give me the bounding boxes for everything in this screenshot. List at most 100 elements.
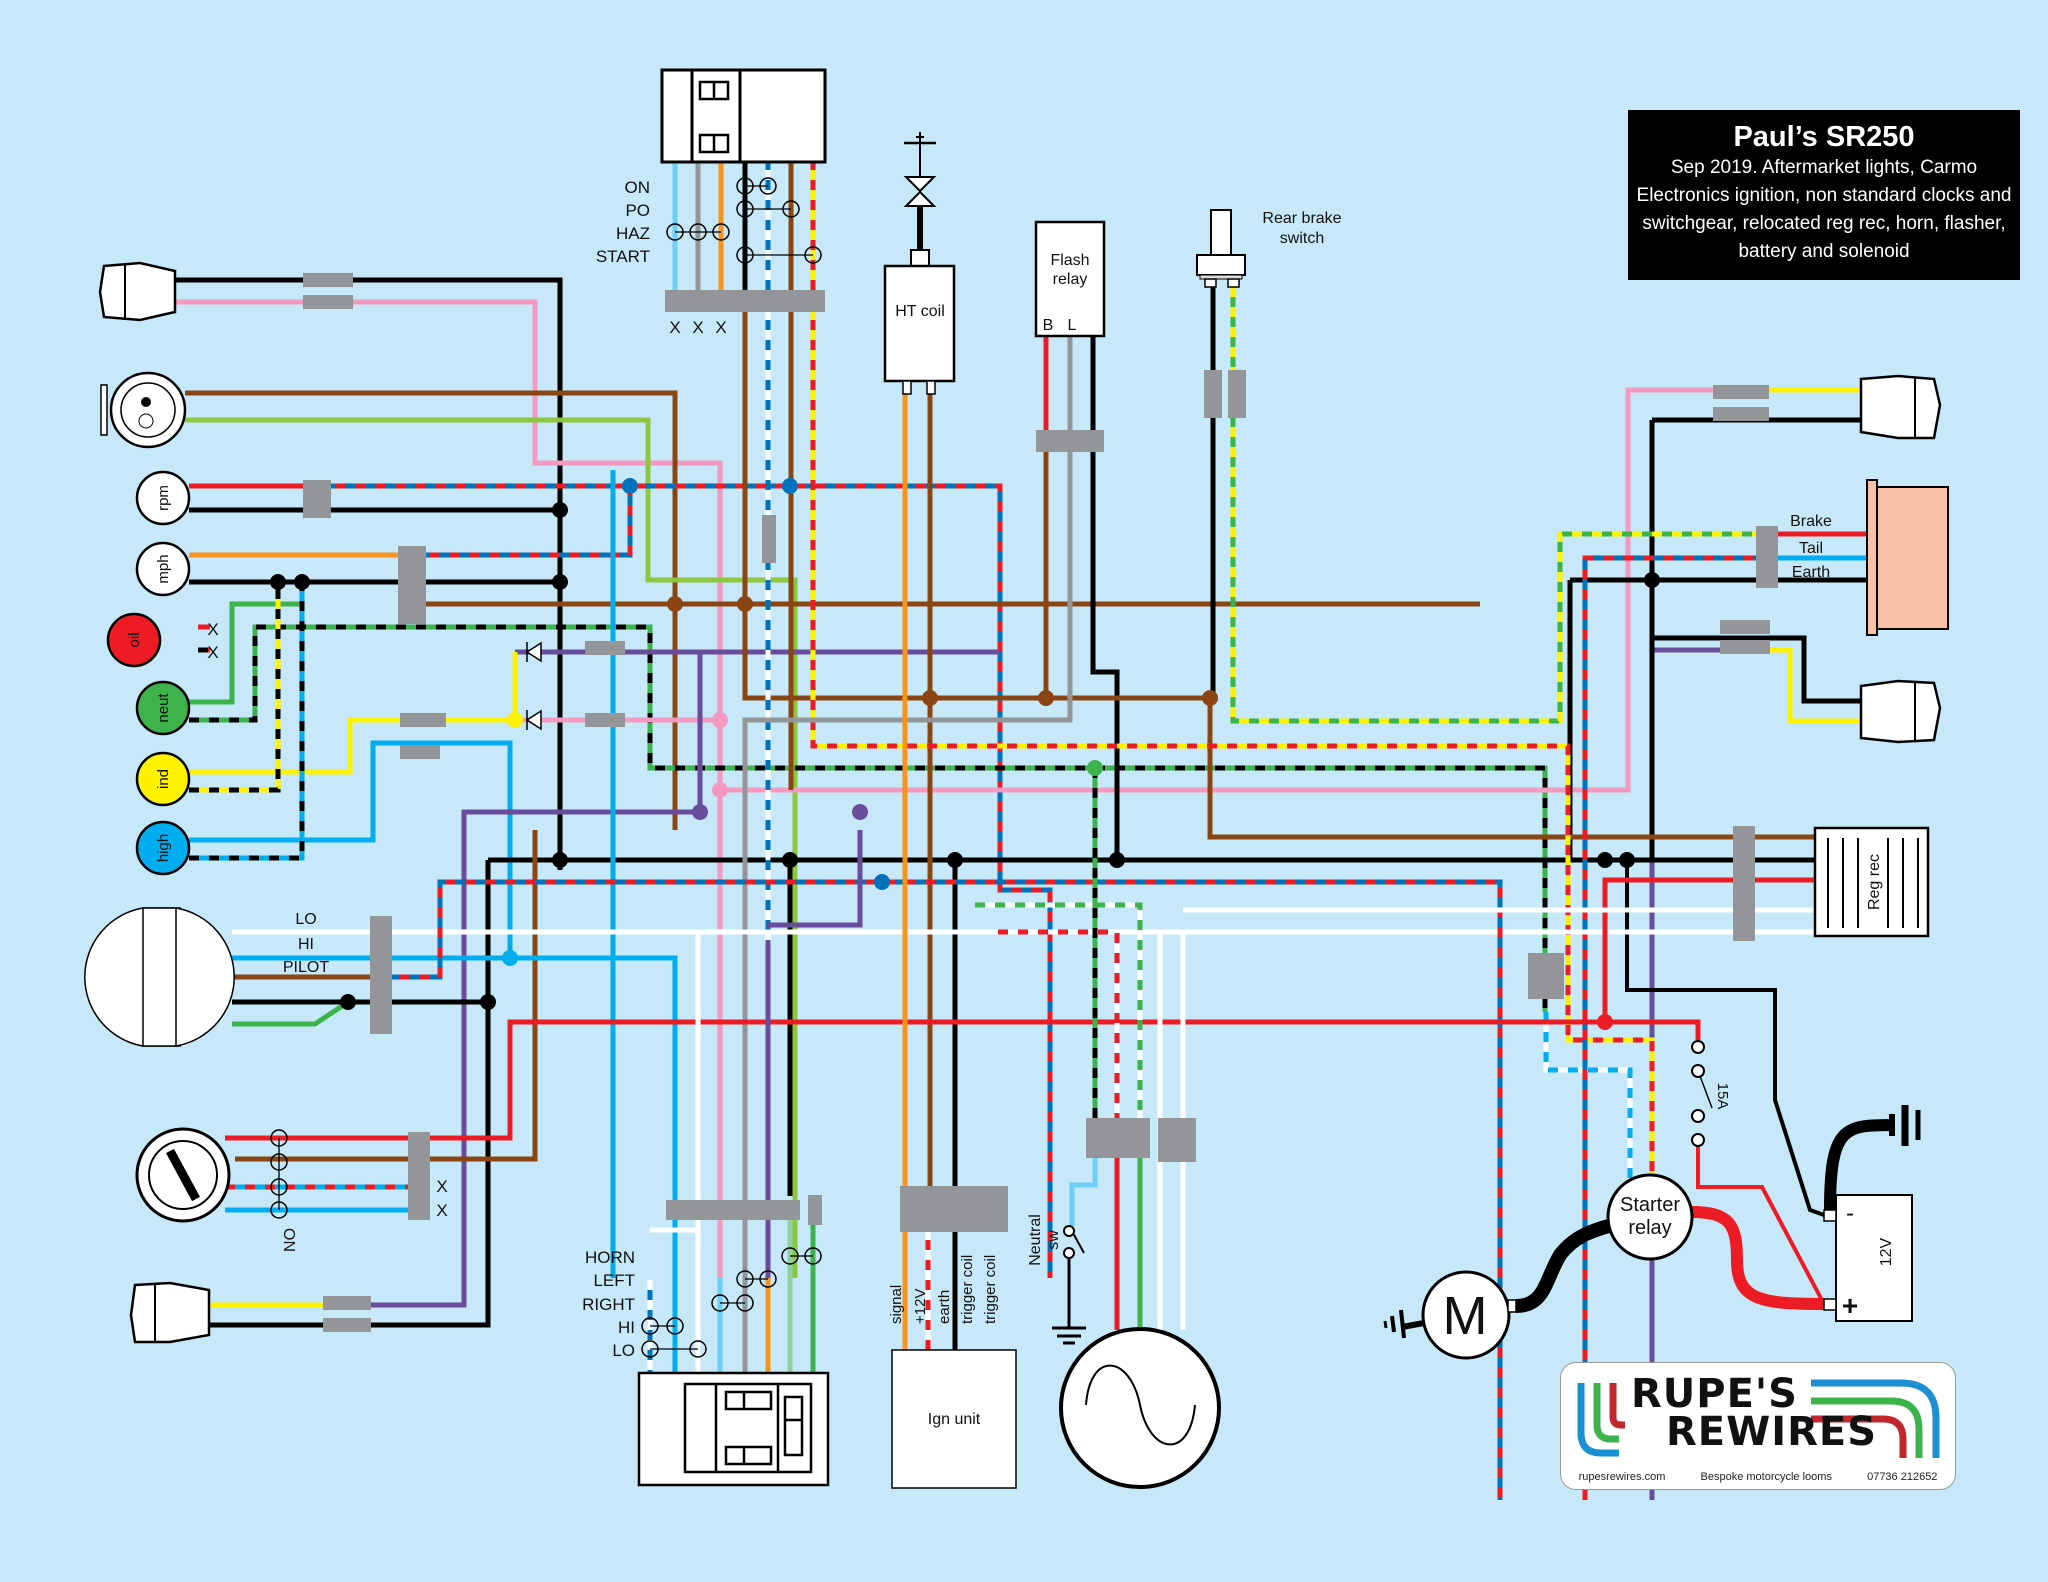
green-yellow-stripe [1230, 287, 1760, 724]
starter-motor[interactable] [1383, 1270, 1517, 1360]
ht-coil[interactable] [883, 132, 956, 395]
junction-dot [480, 994, 496, 1010]
connector-block [370, 916, 392, 1034]
blue-wire [410, 490, 633, 558]
ign-pin-earth: earth [936, 1290, 953, 1324]
headlight-hi-label: HI [298, 936, 314, 953]
purple-wire [768, 830, 863, 928]
switch-lo-label: LO [612, 1341, 635, 1360]
warning-neutral-label: neut [155, 693, 172, 723]
ignition-unit[interactable] [891, 1349, 1017, 1489]
connector-block [585, 641, 625, 655]
rear-brake-switch[interactable] [1196, 209, 1246, 288]
pink-wire [175, 299, 723, 1278]
unused-mark: X [715, 318, 726, 337]
sky-wire [1069, 1135, 1098, 1226]
headlight-pilot-label: PILOT [283, 959, 329, 976]
junction-dot [1038, 690, 1054, 706]
junction-dot [502, 950, 518, 966]
connector-block [1228, 370, 1246, 418]
connector-block [1720, 640, 1770, 654]
gauge-mph[interactable] [135, 541, 191, 597]
diode-icon [525, 709, 542, 731]
flash-relay-label: relay [1053, 271, 1088, 288]
ign-pos-on: ON [625, 178, 651, 197]
junction-dot [1597, 852, 1613, 868]
ign-pin-trigger-coil: trigger coil [959, 1255, 976, 1324]
headlight[interactable] [84, 907, 235, 1047]
unused-mark: X [436, 1177, 447, 1196]
battery-neg-label: - [1846, 1200, 1854, 1227]
rear-brake-label: switch [1280, 230, 1324, 247]
battery[interactable] [1823, 1194, 1913, 1322]
alternator[interactable] [1059, 1327, 1221, 1489]
flash-relay[interactable] [1034, 220, 1106, 338]
indicator-front-right[interactable] [1859, 374, 1942, 440]
ignition-unit-label: Ign unit [928, 1411, 981, 1428]
junction-dot [1644, 572, 1660, 588]
tail-brake-label: Brake [1790, 513, 1832, 530]
ign-pin-signal: signal [888, 1285, 905, 1324]
fuse-15a[interactable] [1691, 1040, 1713, 1147]
connector-block [323, 1296, 371, 1310]
junction-dot [294, 574, 310, 590]
junction-dot [552, 574, 568, 590]
wire-layer [175, 160, 1896, 1500]
brown-wire [380, 830, 538, 1162]
starter-relay[interactable] [1606, 1173, 1694, 1261]
indicator-rear-right[interactable] [1859, 679, 1942, 744]
connector-block [303, 480, 331, 518]
diagram-description: Sep 2019. Aftermarket lights, Carmo Elec… [1636, 157, 2012, 262]
connector-block [398, 546, 426, 624]
starter-cable [1515, 1218, 1614, 1313]
yellow-wire [189, 717, 515, 775]
blue-red-stripe [1582, 555, 1760, 1500]
connector-block [303, 295, 353, 309]
unused-mark: X [692, 318, 703, 337]
left-switchgear[interactable] [637, 1371, 830, 1487]
indicator-rear-left[interactable] [129, 1281, 211, 1344]
blue-red-stripe [380, 879, 1503, 1500]
switch-right-label: RIGHT [582, 1295, 635, 1314]
ignition-key-switch[interactable] [135, 1127, 231, 1223]
ignition-switch-top[interactable] [660, 68, 827, 164]
ign-pos-haz: HAZ [616, 224, 650, 243]
pilot-bulb[interactable] [100, 371, 187, 449]
tail-tail-label: Tail [1799, 540, 1823, 557]
green-wire [189, 601, 300, 705]
yellow-black-stripe [189, 582, 281, 793]
green-wire [189, 624, 1548, 1012]
red-wire [225, 1019, 1701, 1141]
brand-logo[interactable]: RUPE'S REWIRES rupesrewires.com Bespoke … [1560, 1362, 1956, 1490]
black-wire [1649, 420, 1865, 704]
junction-dot [1109, 852, 1125, 868]
ign-pos-start: START [596, 247, 650, 266]
junction-dot [692, 804, 708, 820]
starter-motor-label: M [1443, 1286, 1488, 1346]
battery-voltage-label: 12V [1878, 1237, 1895, 1266]
red-wire [1602, 877, 1815, 1022]
junction-dot [507, 712, 523, 728]
brown-wire [185, 390, 678, 830]
connector-block [1528, 953, 1564, 999]
logo-website[interactable]: rupesrewires.com [1578, 1471, 1666, 1483]
gauge-rpm[interactable] [135, 470, 191, 526]
tail-light[interactable] [1866, 479, 1949, 636]
blue-red-stripe [315, 483, 1053, 1278]
black-wire [209, 860, 491, 1328]
connector-block [585, 713, 625, 727]
connector-block [762, 515, 776, 563]
blue-wire [1582, 555, 1760, 1500]
yellow-red-stripe [810, 160, 1655, 1190]
logo-tagline: Bespoke motorcycle looms [1700, 1471, 1832, 1483]
reg-rec[interactable] [1813, 826, 1930, 938]
indicator-front-left[interactable] [98, 261, 177, 322]
ignition-key-on-label: ON [280, 1228, 297, 1252]
connector-block [1713, 407, 1769, 421]
junction-dot [552, 852, 568, 868]
junction-dot [270, 574, 286, 590]
green-wire [1230, 287, 1760, 724]
neutral-switch[interactable] [1052, 1225, 1086, 1345]
connector-block [323, 1318, 371, 1332]
